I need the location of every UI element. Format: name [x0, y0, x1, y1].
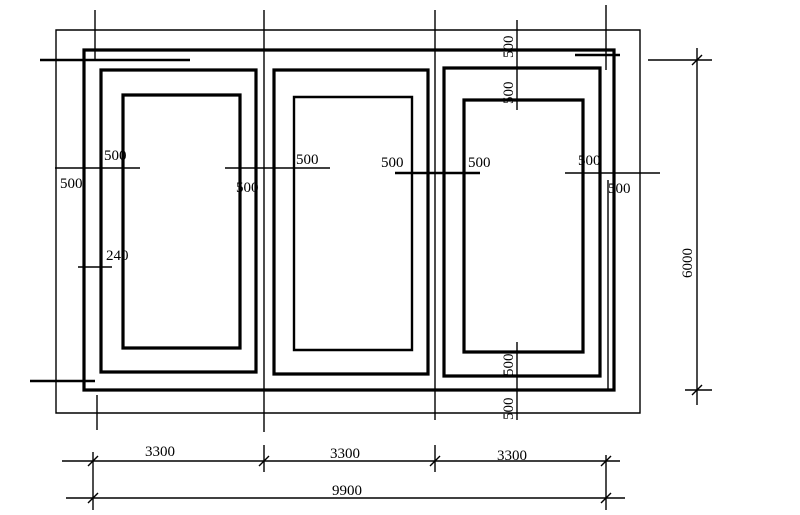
bay-2-footing [272, 68, 430, 376]
bay-3-footing [442, 66, 602, 378]
dim-mid1-left: 500 [236, 180, 259, 196]
bay-1-footing [99, 68, 258, 374]
dim-bottom-inner: 500 [501, 354, 517, 377]
dim-left-wall: 240 [106, 248, 129, 264]
grid-axes [94, 5, 609, 432]
dim-total-width: 9900 [332, 483, 362, 499]
right-height-dimension [648, 48, 712, 405]
dim-bay-2: 3300 [330, 446, 360, 462]
dim-left-inner: 500 [104, 148, 127, 164]
dim-left-outer: 500 [60, 176, 83, 192]
dim-bay-1: 3300 [145, 444, 175, 460]
dimension-labels: 500 500 240 500 500 500 500 500 500 500 … [60, 36, 696, 500]
dim-mid2-right: 500 [468, 155, 491, 171]
dim-bottom-outer: 500 [501, 398, 517, 421]
dim-top-outer: 500 [501, 36, 517, 59]
bottom-dimension-lines [62, 445, 625, 510]
wall-axis-outline [30, 48, 620, 392]
dim-right-outer: 500 [608, 181, 631, 197]
dim-top-inner: 500 [501, 82, 517, 105]
dimension-ticks [87, 54, 703, 504]
dim-total-height: 6000 [680, 248, 696, 278]
dim-mid2-left: 500 [381, 155, 404, 171]
dim-right-inner: 500 [578, 153, 601, 169]
dim-mid1-right: 500 [296, 152, 319, 168]
outer-boundary [55, 29, 641, 414]
dim-bay-3: 3300 [497, 448, 527, 464]
mid-dimension-lines [55, 167, 660, 268]
